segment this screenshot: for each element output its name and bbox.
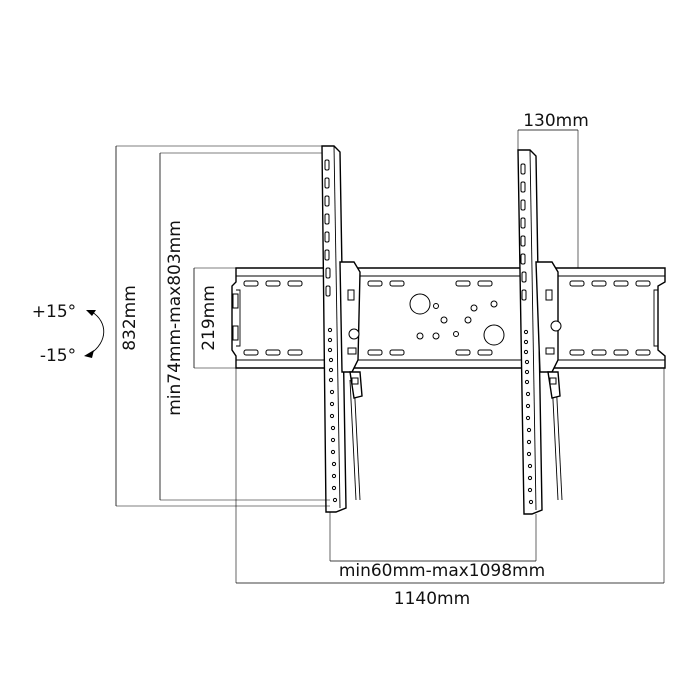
tilt-indicator: +15° -15° <box>32 302 105 366</box>
left-arm <box>321 145 363 513</box>
dimension-rail-height-label: 219mm <box>199 285 219 351</box>
tilt-up-label: +15° <box>32 302 76 322</box>
right-arm <box>517 149 563 515</box>
rail-top-slots <box>243 280 651 287</box>
dimension-total-width-label: 1140mm <box>394 589 470 609</box>
tilt-arrow-up-icon <box>86 310 96 316</box>
dimension-vertical-hole-range: min74mm-max803mm <box>159 152 330 501</box>
right-arm-slots <box>520 163 534 505</box>
dimension-top-offset: 130mm <box>517 111 589 268</box>
dimension-total-width: 1140mm <box>235 368 665 609</box>
rail-center-holes <box>409 293 505 346</box>
tilt-arc-icon <box>89 311 105 355</box>
dimension-horizontal-hole-range-label: min60mm-max1098mm <box>339 561 545 581</box>
dimension-total-height-label: 832mm <box>120 285 140 351</box>
dimension-horizontal-hole-range: min60mm-max1098mm <box>329 512 545 581</box>
left-arm-slots <box>324 159 338 503</box>
dimension-vertical-hole-range-label: min74mm-max803mm <box>165 220 185 416</box>
dimension-total-height: 832mm <box>115 145 330 507</box>
tilt-down-label: -15° <box>40 346 76 366</box>
dimension-rail-height: 219mm <box>193 267 236 369</box>
wall-plate <box>231 267 666 369</box>
tilt-arrow-down-icon <box>84 350 94 358</box>
dimension-top-offset-label: 130mm <box>523 111 589 131</box>
rail-bottom-slots <box>243 349 651 356</box>
